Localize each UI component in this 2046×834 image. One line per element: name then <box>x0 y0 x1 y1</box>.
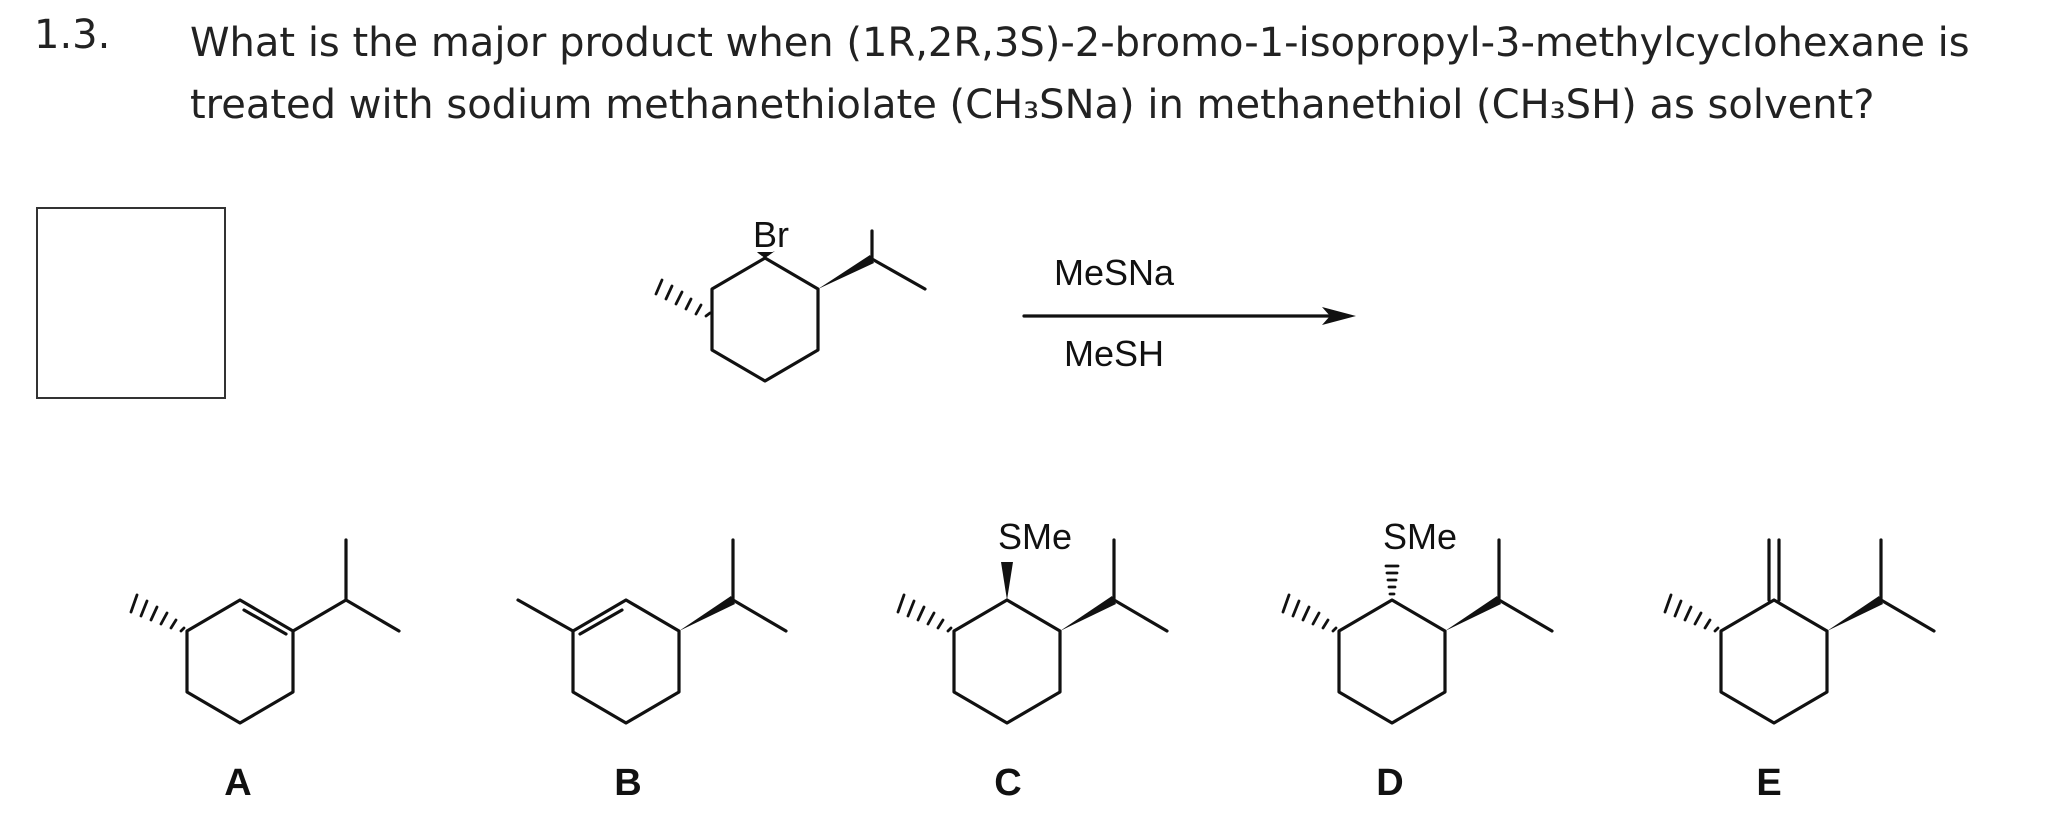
option-c-sme-label: SMe <box>998 516 1072 557</box>
option-e-structure[interactable]: E <box>1663 538 1936 804</box>
option-d-sme-hash <box>1384 564 1400 596</box>
bromine-label: Br <box>753 214 789 255</box>
option-d-label: D <box>1376 762 1403 804</box>
reagent-above: MeSNa <box>1054 252 1175 293</box>
option-c-structure[interactable]: SMe C <box>896 516 1169 804</box>
option-c-label: C <box>994 762 1021 804</box>
option-d-methyl-hash <box>1281 593 1338 633</box>
starting-material: Br <box>654 214 927 383</box>
methyl-hash <box>654 278 712 318</box>
option-d-sme-label: SMe <box>1383 516 1457 557</box>
reaction-arrow: MeSNa MeSH <box>1022 252 1356 374</box>
question-line-2: treated with sodium methanethiolate (CH₃… <box>190 82 1875 128</box>
option-a-structure[interactable]: A <box>129 538 401 804</box>
question-line-1: What is the major product when (1R,2R,3S… <box>190 20 1970 66</box>
question-text: What is the major product when (1R,2R,3S… <box>190 12 2030 136</box>
reagent-below: MeSH <box>1064 333 1164 374</box>
option-c-methyl-hash <box>896 593 953 633</box>
answer-box[interactable] <box>36 207 226 399</box>
option-a-methyl-hash <box>129 593 186 633</box>
question-number: 1.3. <box>34 12 111 58</box>
option-d-structure[interactable]: SMe D <box>1281 516 1554 804</box>
option-e-label: E <box>1756 762 1781 804</box>
option-b-label: B <box>614 762 641 804</box>
option-b-structure[interactable]: B <box>516 538 788 804</box>
option-a-label: A <box>224 762 251 804</box>
option-e-methyl-hash <box>1663 593 1720 633</box>
